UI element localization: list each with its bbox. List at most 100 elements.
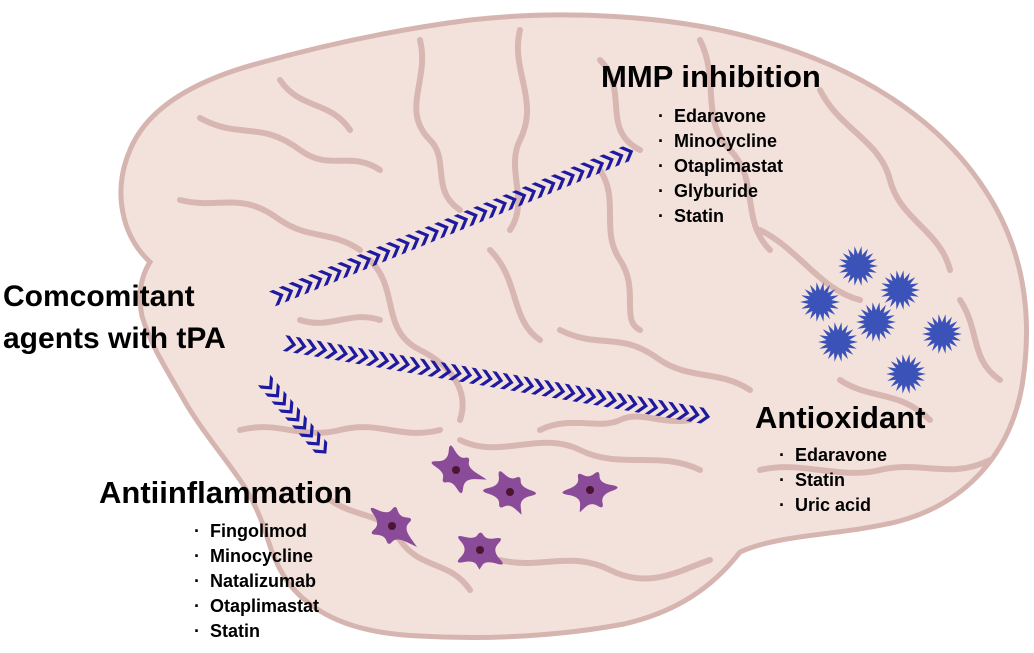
microglia-nucleus — [388, 522, 396, 530]
chevron-segment — [327, 265, 342, 283]
chevron-segment — [520, 376, 535, 393]
hub-label: Comcomitant agents with tPA — [3, 276, 226, 360]
chevron-segment — [551, 381, 566, 399]
chevron-segment — [443, 218, 459, 235]
microglia-icon — [483, 471, 536, 515]
chevron-segment — [365, 349, 380, 367]
mmp-inhibition-title: MMP inhibition — [601, 59, 821, 94]
chevron-segment — [317, 269, 333, 287]
list-item: Otaplimastat — [194, 594, 319, 619]
radical-icon — [856, 302, 896, 342]
chevron-segment — [324, 342, 338, 359]
arrow-to-antioxidant — [282, 335, 711, 424]
hub-label-line-1: Comcomitant — [3, 280, 195, 313]
chevron-segment — [375, 246, 391, 263]
chevron-segment — [458, 365, 473, 383]
chevron-segment — [437, 362, 452, 379]
chevron-segment — [582, 387, 597, 404]
antioxidant-list: Edaravone Statin Uric acid — [779, 443, 887, 518]
chevron-segment — [696, 406, 711, 424]
chevron-segment — [463, 210, 478, 227]
list-item: Minocycline — [194, 544, 319, 569]
chevron-segment — [355, 347, 369, 365]
microglia-icon — [431, 445, 487, 494]
chevron-segment — [336, 261, 352, 279]
chevron-segment — [592, 388, 607, 406]
chevron-segment — [298, 422, 314, 438]
list-item: Edaravone — [779, 443, 887, 468]
chevron-segment — [356, 254, 371, 271]
chevron-segment — [468, 367, 483, 384]
hub-label-line-2: agents with tPA — [3, 322, 226, 355]
chevron-segment — [608, 150, 624, 167]
chevron-segment — [291, 414, 307, 430]
list-item: Otaplimastat — [658, 154, 783, 179]
chevron-segment — [550, 174, 566, 191]
chevron-segment — [257, 374, 274, 390]
chevron-segment — [482, 202, 498, 219]
microglia-cells — [370, 445, 618, 570]
radical-icon — [922, 314, 962, 354]
chevron-segment — [521, 186, 537, 203]
chevron-segment — [386, 353, 400, 370]
antioxidant-title: Antioxidant — [755, 400, 926, 435]
list-item: Edaravone — [658, 104, 783, 129]
chevron-segment — [499, 372, 514, 390]
chevron-segment — [375, 351, 390, 368]
chevron-segment — [624, 394, 638, 411]
microglia-nucleus — [476, 546, 484, 554]
chevron-segment — [579, 162, 595, 179]
radical-icon — [880, 270, 920, 310]
chevron-segment — [541, 380, 555, 397]
chevron-segment — [406, 356, 421, 374]
list-item: Uric acid — [779, 493, 887, 518]
radical-icon — [818, 322, 858, 362]
microglia-icon — [370, 507, 417, 547]
chevron-segment — [312, 438, 328, 454]
chevron-segment — [346, 258, 362, 275]
chevron-segment — [502, 194, 517, 211]
microglia-nucleus — [586, 486, 594, 494]
chevron-segment — [305, 430, 321, 446]
chevron-segment — [510, 374, 524, 392]
chevron-segment — [530, 378, 545, 395]
chevron-segment — [675, 403, 690, 420]
chevron-segment — [366, 250, 381, 267]
chevron-segment — [313, 340, 328, 358]
chevron-segment — [268, 289, 284, 307]
chevron-segment — [613, 392, 628, 410]
microglia-nucleus — [452, 466, 460, 474]
chevron-segment — [489, 371, 504, 388]
chevron-segment — [288, 281, 303, 299]
chevron-segment — [264, 382, 280, 398]
chevron-segment — [472, 206, 488, 223]
chevron-segment — [634, 396, 649, 413]
antiinflammation-title: Antiinflammation — [99, 475, 353, 510]
chevron-segment — [511, 190, 527, 207]
radical-icon — [800, 282, 840, 322]
chevron-segment — [561, 383, 576, 401]
chevron-segment — [424, 226, 439, 243]
chevron-segment — [665, 401, 680, 419]
list-item: Statin — [194, 619, 319, 644]
chevron-segment — [278, 285, 294, 303]
chevron-segment — [278, 398, 294, 414]
chevron-segment — [540, 178, 556, 195]
chevron-segment — [414, 230, 430, 247]
chevron-segment — [655, 399, 669, 417]
chevron-segment — [479, 369, 493, 386]
chevron-segment — [395, 238, 410, 255]
chevron-segment — [292, 336, 307, 354]
chevron-segment — [285, 406, 301, 422]
list-item: Minocycline — [658, 129, 783, 154]
chevron-segment — [307, 273, 323, 291]
free-radicals — [800, 246, 962, 394]
chevron-segment — [271, 390, 287, 406]
chevron-segment — [644, 397, 659, 415]
chevron-arrows — [257, 146, 711, 454]
chevron-segment — [303, 338, 318, 356]
radical-icon — [886, 354, 926, 394]
chevron-segment — [686, 405, 700, 422]
chevron-segment — [453, 214, 469, 231]
